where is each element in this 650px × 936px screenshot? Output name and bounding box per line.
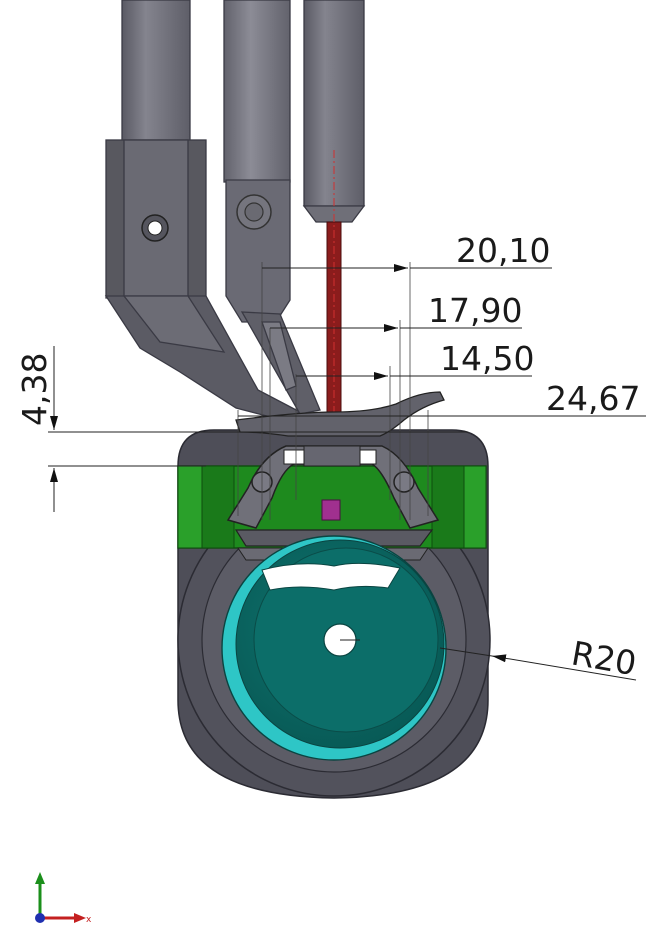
top-cap	[235, 391, 445, 437]
coordinate-triad-icon: x	[35, 872, 92, 925]
dim-4-38: 4,38	[15, 353, 54, 426]
left-tube	[104, 0, 302, 421]
spring-clip	[226, 445, 440, 547]
purple-contact	[321, 499, 341, 521]
right-tube	[302, 0, 366, 640]
teal-roller	[221, 535, 447, 761]
svg-text:x: x	[86, 915, 92, 925]
dim-20-10: 20,10	[456, 231, 550, 270]
dim-r20: R20	[569, 633, 640, 683]
dim-14-50: 14,50	[440, 339, 534, 378]
dim-24-67: 24,67	[546, 379, 640, 418]
dim-17-90: 17,90	[428, 291, 522, 330]
dimension-lines	[48, 262, 646, 681]
